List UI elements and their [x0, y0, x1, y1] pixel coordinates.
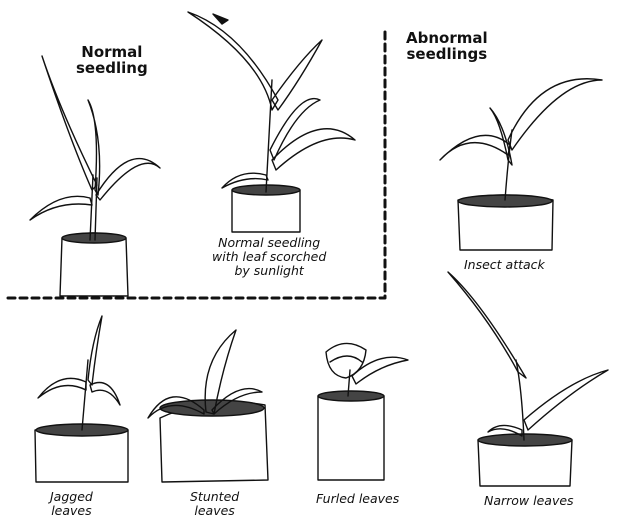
- normal-seedling-heading: Normal seedling: [76, 44, 148, 76]
- caption-line: Jagged: [50, 490, 93, 504]
- caption-line: Stunted: [190, 490, 239, 504]
- jagged-leaves-caption: Jagged leaves: [50, 490, 93, 518]
- insect-attack-illustration: [440, 79, 602, 250]
- scorched-seedling-caption: Normal seedling with leaf scorched by su…: [212, 236, 326, 278]
- dashed-divider: [8, 32, 385, 298]
- caption-line: Narrow leaves: [484, 494, 574, 508]
- caption-line: leaves: [50, 504, 93, 518]
- jagged-leaves-illustration: [35, 316, 128, 482]
- furled-leaves-caption: Furled leaves: [316, 492, 399, 506]
- heading-line: Normal: [76, 44, 148, 60]
- caption-line: Normal seedling: [212, 236, 326, 250]
- heading-line: seedlings: [406, 46, 488, 62]
- scorched-seedling-illustration: [188, 12, 355, 232]
- normal-seedling-illustration: [30, 56, 160, 296]
- caption-line: leaves: [190, 504, 239, 518]
- heading-line: seedling: [76, 60, 148, 76]
- stunted-leaves-caption: Stunted leaves: [190, 490, 239, 518]
- abnormal-seedlings-heading: Abnormal seedlings: [406, 30, 488, 62]
- furled-leaves-illustration: [318, 343, 408, 480]
- stunted-leaves-illustration: [148, 330, 268, 482]
- insect-attack-caption: Insect attack: [464, 258, 545, 272]
- caption-line: Furled leaves: [316, 492, 399, 506]
- caption-line: by sunlight: [212, 264, 326, 278]
- caption-line: Insect attack: [464, 258, 545, 272]
- heading-line: Abnormal: [406, 30, 488, 46]
- narrow-leaves-illustration: [448, 272, 608, 486]
- narrow-leaves-caption: Narrow leaves: [484, 494, 574, 508]
- caption-line: with leaf scorched: [212, 250, 326, 264]
